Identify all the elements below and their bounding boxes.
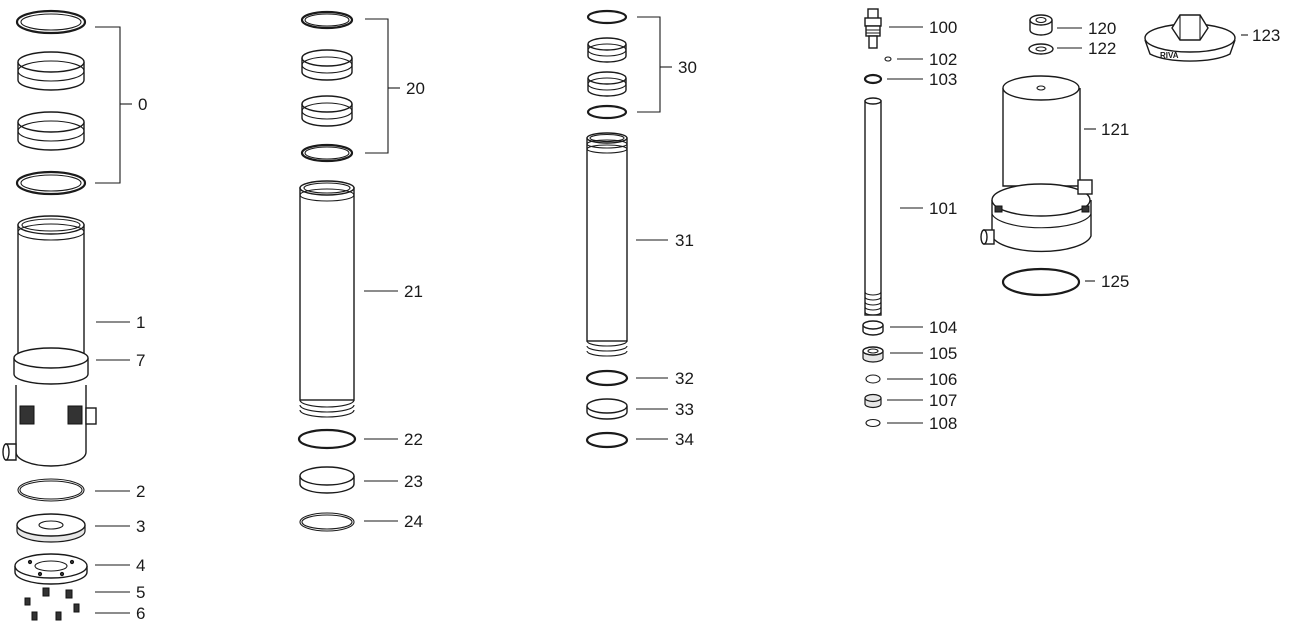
base-seal-ring: [17, 478, 85, 502]
label-23: 23: [404, 472, 423, 491]
label-30: 30: [678, 58, 697, 77]
label-0: 0: [138, 95, 147, 114]
guide-ring-upper: [17, 51, 85, 91]
label-20: 20: [406, 79, 425, 98]
seal-ring-bottom: [15, 170, 87, 196]
stage2-ring-22: [297, 428, 357, 450]
stage2-ring-23: [299, 466, 355, 494]
stage3-ring-34: [585, 431, 629, 449]
label-22: 22: [404, 430, 423, 449]
label-107: 107: [929, 391, 957, 410]
washer-122: [1028, 43, 1054, 55]
piston-rod: [864, 97, 882, 316]
label-31: 31: [675, 231, 694, 250]
label-21: 21: [404, 282, 423, 301]
label-123: 123: [1252, 26, 1280, 45]
label-108: 108: [929, 414, 957, 433]
stage2-guide-ring-upper: [301, 49, 353, 81]
stage2-tube: [299, 180, 355, 418]
small-pin: [884, 56, 892, 62]
hex-nut-120: [1029, 14, 1053, 36]
base-ring-125: [1001, 267, 1081, 297]
small-o-ring: [863, 73, 883, 85]
seal-ring-top: [15, 9, 87, 35]
label-103: 103: [929, 70, 957, 89]
label-34: 34: [675, 430, 694, 449]
stage2-ring-24: [299, 512, 355, 532]
rod-cap-107: [864, 393, 882, 409]
label-6: 6: [136, 604, 145, 623]
label-104: 104: [929, 318, 957, 337]
cylinder-base-housing: [2, 385, 97, 467]
base-disc: [16, 513, 86, 543]
label-105: 105: [929, 344, 957, 363]
label-101: 101: [929, 199, 957, 218]
label-125: 125: [1101, 272, 1129, 291]
stage3-guide-ring-lower: [587, 71, 627, 97]
label-106: 106: [929, 370, 957, 389]
rod-ring-106: [865, 374, 881, 384]
label-24: 24: [404, 512, 423, 531]
rod-seal-104: [862, 320, 884, 336]
label-1: 1: [136, 313, 145, 332]
guide-ring-lower: [17, 111, 85, 151]
label-102: 102: [929, 50, 957, 69]
cap-marking: RIVA: [1160, 51, 1179, 60]
outer-cylinder: [17, 215, 85, 358]
label-33: 33: [675, 400, 694, 419]
cylinder-housing-121: [980, 75, 1093, 253]
label-100: 100: [929, 18, 957, 37]
label-3: 3: [136, 517, 145, 536]
label-120: 120: [1088, 19, 1116, 38]
cylinder-collar: [13, 347, 89, 385]
stage2-guide-ring-lower: [301, 95, 353, 127]
stage3-guide-ring-upper: [587, 37, 627, 63]
stage3-ring-33: [586, 398, 628, 420]
label-122: 122: [1088, 39, 1116, 58]
valve-fitting: [864, 8, 882, 49]
base-flange-plate: [14, 553, 88, 585]
label-121: 121: [1101, 120, 1129, 139]
stage3-seal-ring-top: [586, 9, 628, 25]
label-2: 2: [136, 482, 145, 501]
stage3-ring-32: [585, 369, 629, 387]
top-cap-123: RIVA: [1144, 14, 1236, 62]
rod-nut-105: [862, 346, 884, 363]
stage2-seal-ring-top: [300, 10, 354, 30]
mounting-bolts: [24, 587, 80, 621]
label-5: 5: [136, 583, 145, 602]
label-7: 7: [136, 351, 145, 370]
label-4: 4: [136, 556, 145, 575]
label-32: 32: [675, 369, 694, 388]
rod-ring-108: [865, 418, 881, 428]
stage3-tube: [586, 132, 628, 357]
stage2-seal-ring-bottom: [300, 143, 354, 163]
stage3-seal-ring-bottom: [586, 104, 628, 120]
